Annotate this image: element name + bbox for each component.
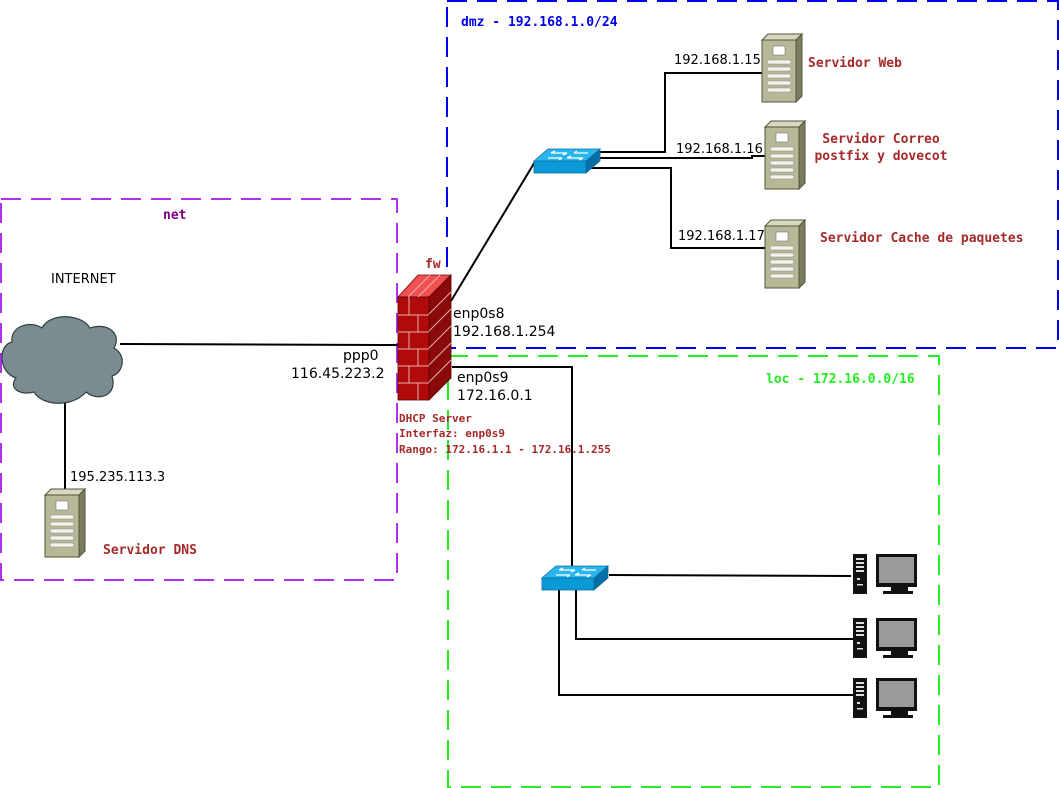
enp0s8-iface-label: enp0s8 [453,306,504,322]
firewall-label: fw [425,257,441,272]
enp0s9-iface-label: enp0s9 [457,370,508,386]
mail-server-ip: 192.168.1.16 [676,142,763,157]
internet-label: INTERNET [51,272,116,287]
dns-server-ip: 195.235.113.3 [70,470,165,485]
ppp0-iface-label: ppp0 [343,348,379,364]
dhcp-interface-label: Interfaz: enp0s9 [399,427,505,440]
dhcp-server-label: DHCP Server [399,412,472,425]
workstation-icon [853,618,917,658]
workstation-icon [853,554,917,594]
zone-loc-label: loc - 172.16.0.0/16 [766,372,915,387]
dns-server-label: Servidor DNS [103,543,197,558]
enp0s9-ip-label: 172.16.0.1 [457,388,533,404]
zone-net-boundary [0,198,398,581]
web-server-ip: 192.168.1.15 [674,53,761,68]
zone-net-label: net [163,208,186,223]
loc-switch-icon [541,565,609,591]
dns-server-icon [44,488,86,558]
cache-server-ip: 192.168.1.17 [678,229,765,244]
workstation-icon [853,678,917,718]
web-server-label: Servidor Web [808,56,902,71]
dhcp-range-label: Rango: 172.16.1.1 - 172.16.1.255 [399,443,611,456]
firewall-icon [397,274,452,401]
connection-lines [64,72,853,696]
mail-server-icon [764,120,806,190]
dmz-switch-icon [533,148,601,174]
ppp0-ip-label: 116.45.223.2 [291,366,385,382]
cache-server-label: Servidor Cache de paquetes [820,231,1024,246]
enp0s8-ip-label: 192.168.1.254 [453,324,556,340]
mail-server-label: Servidor Correo [822,132,940,147]
web-server-icon [761,33,803,103]
cloud-icon [1,316,123,404]
zone-dmz-boundary [446,0,1059,349]
cache-server-icon [764,219,806,289]
zone-loc-boundary [447,355,940,788]
mail-server-sublabel: postfix y dovecot [814,149,947,164]
zone-dmz-label: dmz - 192.168.1.0/24 [461,15,618,30]
